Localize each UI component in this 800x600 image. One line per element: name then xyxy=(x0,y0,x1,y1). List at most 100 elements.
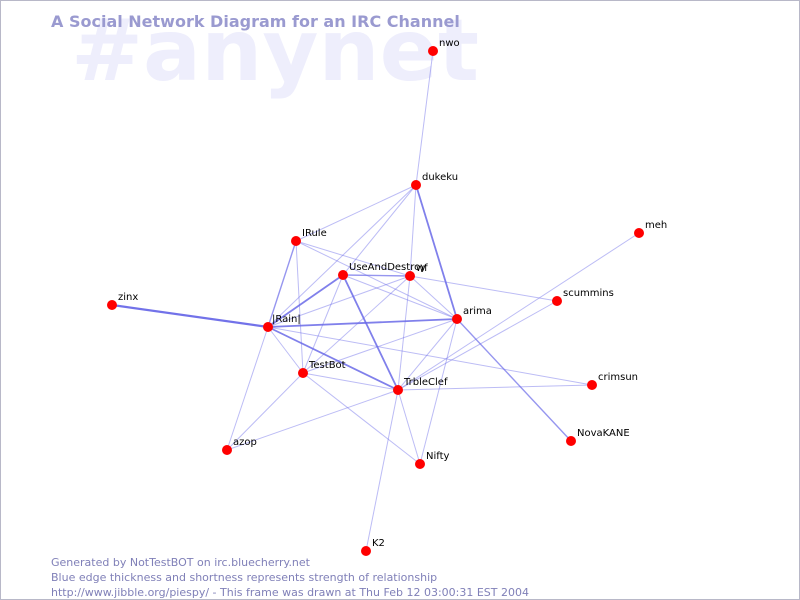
edge-useanddestroy-testbot xyxy=(302,274,344,374)
node-dot xyxy=(263,322,273,332)
node-irule: IRule xyxy=(291,228,327,246)
edge-useanddestroy-arima xyxy=(342,274,458,320)
node-label: azop xyxy=(233,437,257,448)
node-dot xyxy=(393,385,403,395)
node-label: crimsun xyxy=(598,372,638,383)
node-trbleclef: TrbleClef xyxy=(393,377,448,395)
node-meh: meh xyxy=(634,220,667,238)
node-label: scummins xyxy=(563,288,614,299)
edge-testbot-nifty xyxy=(302,372,421,465)
node-useanddestroy: UseAndDestroy xyxy=(338,262,426,280)
edge-rain-useanddestroy xyxy=(267,274,344,328)
edge-trbleclef-crimsun xyxy=(397,384,593,391)
edge-useanddestroy-trbleclef xyxy=(342,274,399,391)
node-zinx: zinx xyxy=(107,292,138,310)
node-testbot: TestBot xyxy=(298,360,346,378)
node-dot xyxy=(291,236,301,246)
node-rain: |Rain| xyxy=(263,314,301,332)
edges-layer xyxy=(111,50,640,552)
node-dot xyxy=(411,180,421,190)
node-label: |Rain| xyxy=(272,314,301,325)
node-azop: azop xyxy=(222,437,257,455)
node-dot xyxy=(428,46,438,56)
node-dot xyxy=(222,445,232,455)
edge-testbot-trbleclef xyxy=(302,372,399,391)
node-crimsun: crimsun xyxy=(587,372,638,390)
node-nwo: nwo xyxy=(428,38,460,56)
node-nifty: Nifty xyxy=(415,451,450,469)
edge-wf-scummins xyxy=(409,275,558,302)
node-label: wf xyxy=(416,263,428,274)
edge-irule-wf xyxy=(295,240,411,277)
edge-trbleclef-k2 xyxy=(365,389,399,552)
edge-dukeku-rain xyxy=(267,184,417,328)
edge-rain-trbleclef xyxy=(267,326,399,391)
node-label: TestBot xyxy=(308,360,346,371)
node-label: nwo xyxy=(439,38,460,49)
edge-rain-azop xyxy=(226,326,269,451)
node-scummins: scummins xyxy=(552,288,614,306)
node-label: K2 xyxy=(372,538,385,549)
footer-legend-note: Blue edge thickness and shortness repres… xyxy=(51,571,438,584)
node-label: UseAndDestroy xyxy=(349,262,426,273)
node-label: arima xyxy=(463,306,492,317)
node-wf: wf xyxy=(405,263,428,281)
node-label: zinx xyxy=(118,292,138,303)
edge-trbleclef-nifty xyxy=(397,389,421,465)
diagram-title: A Social Network Diagram for an IRC Chan… xyxy=(51,12,460,31)
node-dot xyxy=(338,270,348,280)
edge-testbot-azop xyxy=(226,372,304,451)
node-dukeku: dukeku xyxy=(411,172,458,190)
edge-rain-crimsun xyxy=(267,326,593,386)
footer-generated-by: Generated by NotTestBOT on irc.bluecherr… xyxy=(51,556,310,569)
channel-watermark: #anynet xyxy=(71,1,480,101)
node-label: meh xyxy=(645,220,667,231)
node-dot xyxy=(566,436,576,446)
node-dot xyxy=(587,380,597,390)
edge-trbleclef-scummins xyxy=(397,300,558,391)
edge-nwo-dukeku xyxy=(415,50,434,186)
node-dot xyxy=(361,546,371,556)
edge-arima-nifty xyxy=(419,318,458,465)
node-arima: arima xyxy=(452,306,492,324)
node-label: TrbleClef xyxy=(403,377,448,388)
edge-trbleclef-azop xyxy=(226,389,399,451)
edge-dukeku-irule xyxy=(295,184,417,242)
node-label: IRule xyxy=(302,228,327,239)
edge-wf-arima xyxy=(409,275,458,320)
edge-dukeku-arima xyxy=(415,184,458,320)
footer: Generated by NotTestBOT on irc.bluecherr… xyxy=(51,555,530,599)
node-label: Nifty xyxy=(426,451,450,462)
footer-source-timestamp: http://www.jibble.org/piespy/ - This fra… xyxy=(51,586,530,599)
edge-rain-arima xyxy=(267,318,458,328)
node-dot xyxy=(298,368,308,378)
node-dot xyxy=(405,271,415,281)
node-dot xyxy=(634,228,644,238)
edge-wf-testbot xyxy=(302,275,411,374)
node-k2: K2 xyxy=(361,538,385,556)
edge-useanddestroy-wf xyxy=(342,274,411,277)
edge-wf-rain xyxy=(267,275,411,328)
edge-irule-arima xyxy=(295,240,458,320)
node-label: dukeku xyxy=(422,172,458,183)
node-novakane: NovaKANE xyxy=(566,428,630,446)
edge-wf-trbleclef xyxy=(397,275,411,391)
node-dot xyxy=(452,314,462,324)
edge-rain-irule xyxy=(267,240,297,328)
edge-testbot-rain xyxy=(267,326,304,374)
node-dot xyxy=(552,296,562,306)
edge-arima-novakane xyxy=(456,318,572,442)
edge-meh-trbleclef xyxy=(397,232,640,391)
edge-irule-testbot xyxy=(295,240,304,374)
edge-dukeku-wf xyxy=(409,184,417,277)
edge-dukeku-useanddestroy xyxy=(342,184,417,276)
node-label: NovaKANE xyxy=(577,428,630,439)
edge-arima-trbleclef xyxy=(397,318,458,391)
edge-arima-testbot xyxy=(302,318,458,374)
node-dot xyxy=(107,300,117,310)
edge-zinx-rain xyxy=(111,303,269,329)
node-dot xyxy=(415,459,425,469)
